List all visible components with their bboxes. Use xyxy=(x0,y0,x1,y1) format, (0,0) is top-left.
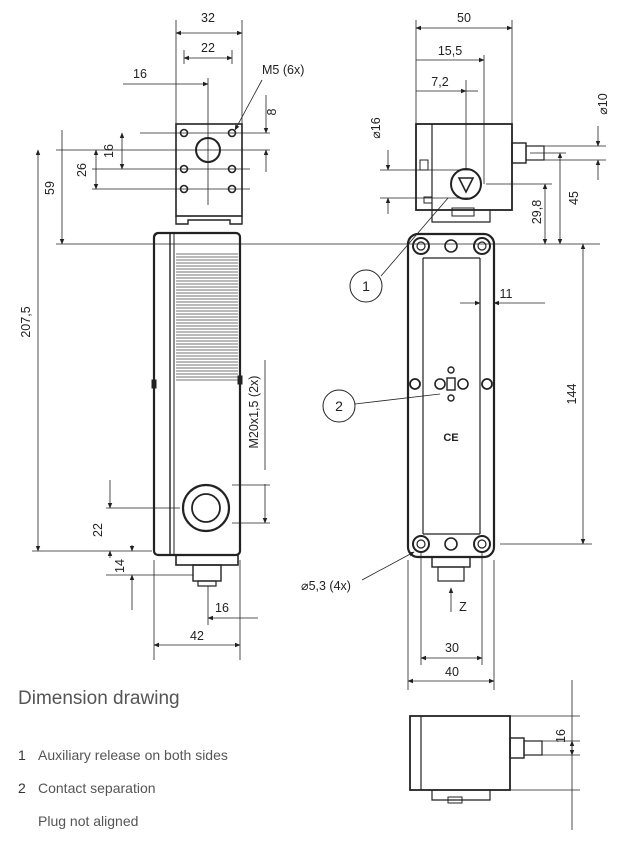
left-dimension-labels: 32 22 16 M5 (6x) 8 26 16 59 207,5 M20x1,… xyxy=(19,11,304,643)
legend-number: 2 xyxy=(18,780,26,796)
ribbed-section xyxy=(176,253,238,381)
label-z: Z xyxy=(459,600,467,614)
dim-144: 144 xyxy=(565,384,579,405)
dim-14: 14 xyxy=(113,559,127,573)
dim-d16: ⌀16 xyxy=(369,117,383,138)
dim-11: 11 xyxy=(500,287,513,301)
dim-15-5: 15,5 xyxy=(438,44,462,58)
dim-16-left: 16 xyxy=(102,144,116,158)
dim-m5: M5 (6x) xyxy=(262,63,304,77)
dim-30: 30 xyxy=(445,641,459,655)
dim-26: 26 xyxy=(75,163,89,177)
dim-45: 45 xyxy=(567,191,581,205)
dim-29-8: 29,8 xyxy=(530,200,544,224)
dim-16-top: 16 xyxy=(133,67,147,81)
dim-d5-3: ⌀5,3 (4x) xyxy=(301,579,351,593)
legend-text: Plug not aligned xyxy=(38,813,139,829)
left-dimension-lines xyxy=(32,20,600,660)
callout-2 xyxy=(322,389,356,423)
dim-8: 8 xyxy=(265,108,279,115)
dim-42: 42 xyxy=(190,629,204,643)
dim-59: 59 xyxy=(43,181,57,195)
dim-16-side: 16 xyxy=(554,729,568,743)
front-dimension-labels: 50 15,5 7,2 ⌀16 ⌀10 45 29,8 11 144 ⌀5,3 … xyxy=(301,11,610,679)
dim-32: 32 xyxy=(201,11,215,25)
legend-text: Contact separation xyxy=(38,780,156,796)
legend-number: 1 xyxy=(18,747,26,763)
dim-22-bottom: 22 xyxy=(91,523,105,537)
dim-22-top: 22 xyxy=(201,41,215,55)
dim-40: 40 xyxy=(445,665,459,679)
dim-16-bottom: 16 xyxy=(215,601,229,615)
legend-item-2: 2 Contact separation xyxy=(18,780,156,796)
bottom-side-view xyxy=(409,680,580,830)
dim-m20: M20x1,5 (2x) xyxy=(247,376,261,449)
front-dimension-lines xyxy=(354,20,606,690)
dim-d10: ⌀10 xyxy=(596,93,610,114)
mounting-plate xyxy=(175,123,243,217)
legend-item-1: 1 Auxiliary release on both sides xyxy=(18,747,228,763)
legend-text: Auxiliary release on both sides xyxy=(38,747,228,763)
ce-mark: CE xyxy=(443,432,458,444)
actuator-head xyxy=(415,123,513,211)
callout-1-label: 1 xyxy=(362,278,370,294)
front-view xyxy=(406,123,545,582)
side-view-left xyxy=(151,123,243,587)
legend-item-3: Plug not aligned xyxy=(18,813,138,829)
dim-50: 50 xyxy=(457,11,471,25)
callout-1 xyxy=(349,269,383,303)
drawing-title: Dimension drawing xyxy=(18,688,180,709)
dim-207: 207,5 xyxy=(19,306,33,337)
dim-7-2: 7,2 xyxy=(431,75,448,89)
callout-2-label: 2 xyxy=(335,398,343,414)
